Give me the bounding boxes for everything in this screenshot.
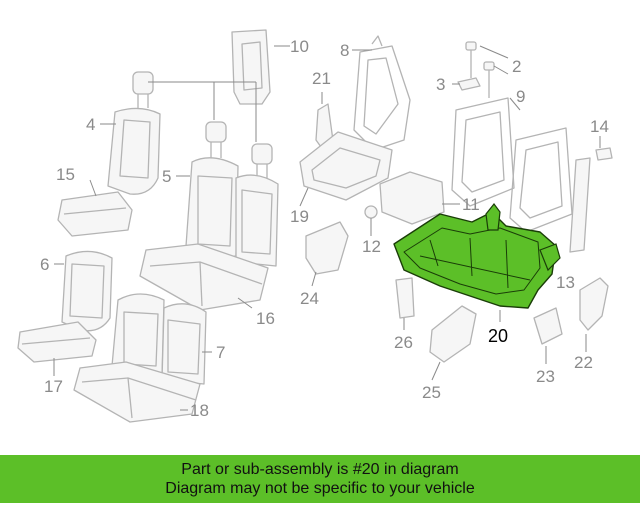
part-14 (595, 147, 613, 161)
part-20-highlighted (393, 203, 561, 309)
seat-cushion-15 (57, 191, 133, 237)
part-10 (231, 29, 271, 105)
callout-17: 17 (44, 377, 63, 396)
part-26 (395, 277, 415, 319)
part-13 (569, 157, 591, 253)
callout-7: 7 (216, 343, 225, 362)
callout-13: 13 (556, 273, 575, 292)
callout-5: 5 (162, 167, 171, 186)
callout-6: 6 (40, 255, 49, 274)
seat-back-4 (107, 107, 161, 195)
part-22 (579, 277, 609, 331)
callout-19: 19 (290, 207, 309, 226)
info-banner: Part or sub-assembly is #20 in diagram D… (0, 455, 640, 503)
banner-line-1: Part or sub-assembly is #20 in diagram (181, 461, 459, 478)
callout-10: 10 (290, 37, 309, 56)
callout-22: 22 (574, 353, 593, 372)
callout-9: 9 (516, 87, 525, 106)
part-12 (364, 205, 378, 219)
callout-3: 3 (436, 75, 445, 94)
headrest-center-1 (205, 121, 227, 158)
part-8 (353, 45, 411, 151)
callout-12: 12 (362, 237, 381, 256)
part-25 (429, 305, 477, 363)
seat-cushion-17 (17, 321, 97, 363)
callout-8: 8 (340, 41, 349, 60)
callout-14: 14 (590, 117, 609, 136)
callout-24: 24 (300, 289, 319, 308)
leader-lines (53, 45, 601, 411)
callout-4: 4 (86, 115, 95, 134)
headrest-center-2 (251, 143, 273, 178)
headrest-left (132, 71, 154, 108)
callout-21: 21 (312, 69, 331, 88)
callout-25: 25 (422, 383, 441, 402)
part-9-frame-a (451, 97, 515, 207)
part-9-frame-b (509, 127, 573, 233)
part-11 (379, 171, 445, 225)
seat-cushion-16 (139, 243, 269, 311)
part-23 (533, 307, 563, 345)
callout-20: 20 (488, 326, 508, 346)
part-3-bracket (457, 77, 481, 91)
part-24 (305, 221, 349, 275)
part-19 (299, 131, 393, 201)
callout-2: 2 (512, 57, 521, 76)
seat-back-6 (61, 250, 113, 332)
callout-11: 11 (462, 195, 480, 214)
banner-line-2: Diagram may not be specific to your vehi… (165, 480, 475, 497)
callout-15: 15 (56, 165, 75, 184)
parts-diagram: 10 8 2 3 4 5 6 7 9 11 12 13 14 15 16 17 … (17, 29, 613, 423)
callout-18: 18 (190, 401, 209, 420)
callout-23: 23 (536, 367, 555, 386)
callout-16: 16 (256, 309, 275, 328)
callout-26: 26 (394, 333, 413, 352)
seat-cushion-18 (73, 361, 201, 423)
